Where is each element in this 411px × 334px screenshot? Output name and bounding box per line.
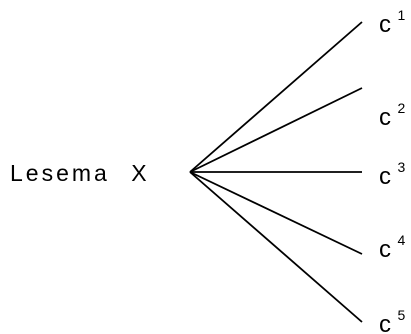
- leaf-1-base: c: [379, 11, 391, 38]
- edge-2: [189, 87, 363, 173]
- leaf-2-base: c: [379, 104, 391, 131]
- edge-1: [189, 21, 363, 173]
- leaf-label-4: c 4: [379, 232, 405, 263]
- leaf-label-3: c 3: [379, 159, 405, 190]
- leaf-label-2: c 2: [379, 100, 405, 131]
- leaf-3-base: c: [379, 163, 391, 190]
- root-prefix: Lesema: [10, 160, 110, 186]
- leaf-1-sup: 1: [397, 7, 405, 23]
- leaf-label-5: c 5: [379, 307, 405, 334]
- leaf-4-sup: 4: [397, 232, 405, 248]
- root-label: Lesema X: [10, 160, 150, 186]
- root-variable: X: [131, 160, 149, 186]
- leaf-5-sup: 5: [397, 307, 405, 323]
- edge-4: [189, 171, 363, 255]
- leaf-3-sup: 3: [397, 159, 405, 175]
- leaf-5-base: c: [379, 311, 391, 334]
- leaf-4-base: c: [379, 236, 391, 263]
- leaf-label-1: c 1: [379, 7, 405, 38]
- leaf-2-sup: 2: [397, 100, 405, 116]
- edge-5: [189, 171, 363, 323]
